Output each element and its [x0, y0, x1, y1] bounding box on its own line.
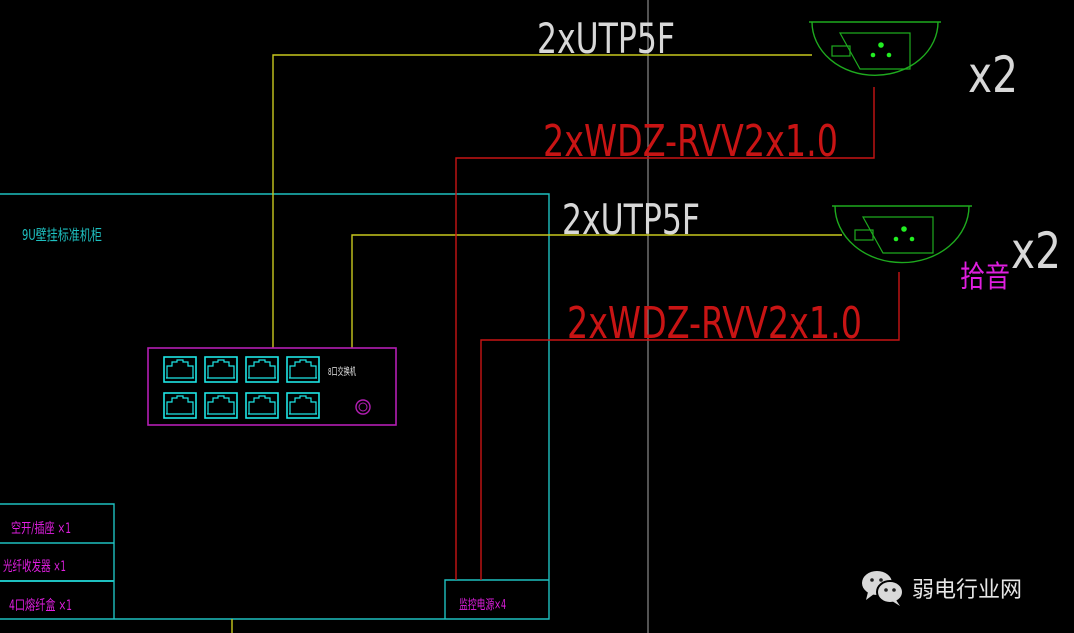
watermark: 弱电行业网 — [860, 568, 1022, 608]
cabinet-item-1: 空开/插座 ×1 — [11, 521, 71, 537]
cabinet-title: 9U壁挂标准机柜 — [22, 226, 102, 244]
switch-power-port-inner — [358, 402, 368, 412]
switch-body — [147, 347, 397, 426]
camera-mount — [831, 45, 851, 57]
power-cable-1 — [455, 87, 875, 580]
ethernet-port — [204, 356, 238, 383]
quantity-label-2: x2 — [1011, 222, 1061, 280]
power-cables — [455, 87, 900, 580]
cabinet-outline — [0, 193, 550, 620]
utp-cable-2 — [351, 234, 842, 348]
switch-label: 8口交换机 — [328, 365, 356, 378]
quantity-label-1: x2 — [968, 46, 1018, 104]
camera-lens-body — [838, 32, 911, 70]
camera-dome — [834, 205, 970, 264]
utp-cable-1 — [272, 54, 812, 348]
utp-cables — [231, 54, 842, 633]
camera-led — [870, 52, 876, 58]
ethernet-port — [286, 356, 320, 383]
power-box-label: 监控电源×4 — [459, 598, 506, 613]
power-box — [444, 579, 549, 619]
power-cable-2 — [480, 272, 900, 580]
camera-1 — [809, 21, 941, 76]
cabinet-item-2: 光纤收发器 ×1 — [3, 559, 66, 575]
cabinet-item-3: 4口熔纤盒 ×1 — [9, 597, 72, 614]
camera-lens-body — [861, 216, 934, 254]
wechat-icon — [862, 571, 904, 606]
ethernet-port — [204, 392, 238, 419]
switch-power-port — [355, 399, 371, 415]
network-switch — [147, 347, 397, 426]
camera-led — [878, 42, 884, 48]
camera-led — [901, 226, 907, 232]
utp-label-2: 2xUTP5F — [562, 195, 700, 244]
audio-pickup-label: 拾音 — [960, 260, 1010, 295]
ethernet-port — [163, 356, 197, 383]
camera-mount — [854, 229, 874, 241]
ethernet-port — [245, 392, 279, 419]
power-label-1: 2xWDZ-RVV2x1.0 — [543, 116, 838, 167]
power-label-2: 2xWDZ-RVV2x1.0 — [567, 298, 862, 349]
ethernet-port — [286, 392, 320, 419]
ethernet-port — [163, 392, 197, 419]
camera-2 — [832, 205, 972, 264]
cabinet — [0, 193, 550, 620]
ethernet-port — [245, 356, 279, 383]
camera-led — [893, 236, 899, 242]
camera-led — [909, 236, 915, 242]
watermark-text: 弱电行业网 — [912, 578, 1023, 603]
camera-led — [886, 52, 892, 58]
utp-label-1: 2xUTP5F — [537, 14, 675, 63]
camera-dome — [811, 21, 939, 76]
